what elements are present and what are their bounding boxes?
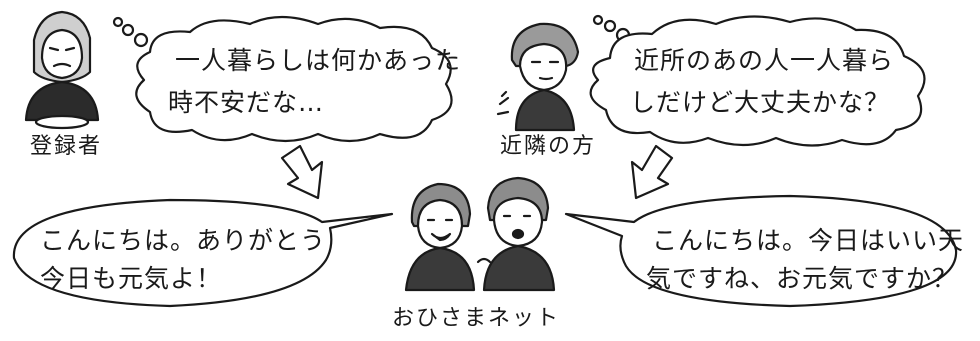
neighbor-label: 近隣の方	[500, 134, 597, 159]
left-speech-line-1: こんにちは。ありがとう	[40, 226, 327, 255]
thought-dot	[112, 16, 124, 28]
left-speech-line-2: 今日も元気よ！	[40, 264, 223, 293]
right-speech-line-2: 気ですね、お元気ですか？	[646, 264, 959, 293]
registrant-thought-line-1: 一人暮らしは何かあった	[175, 46, 462, 75]
thought-dot	[133, 32, 149, 48]
ohisama-label: おひさまネット	[392, 306, 561, 331]
neighbor-thought-line-1: 近所のあの人一人暮ら	[634, 46, 895, 75]
registrant-label: 登録者	[30, 134, 103, 159]
registrant-thought-cloud	[135, 15, 453, 143]
thought-dot	[592, 14, 604, 26]
left-speech-bubble	[12, 198, 394, 308]
neighbor-figure	[496, 22, 580, 132]
registrant-thought-line-2: 時不安だな…	[168, 88, 325, 117]
down-arrow-icon	[630, 144, 674, 200]
ohisama-pair-figure	[404, 176, 556, 292]
right-speech-bubble	[564, 194, 958, 308]
thought-dot	[121, 23, 135, 37]
registrant-figure	[24, 10, 100, 130]
neighbor-thought-line-2: しだけど大丈夫かな？	[630, 88, 891, 117]
thought-dot	[603, 19, 617, 33]
down-arrow-icon	[280, 144, 324, 200]
neighbor-thought-cloud	[589, 15, 926, 147]
right-speech-line-1: こんにちは。今日はいい天	[652, 226, 965, 255]
